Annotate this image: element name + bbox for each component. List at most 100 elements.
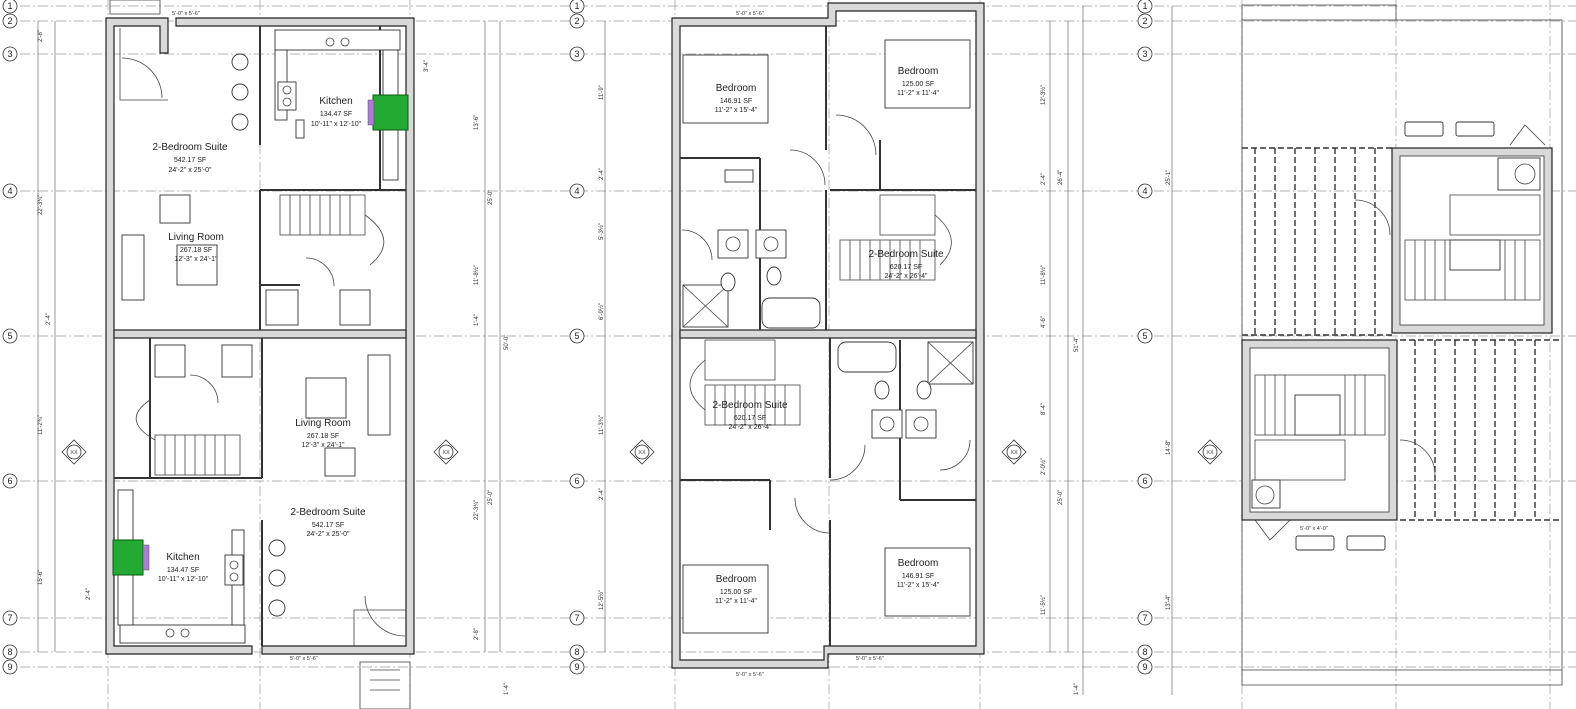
svg-text:11'-2" x 15'-4": 11'-2" x 15'-4" [897,582,940,589]
svg-text:11'-2" x 11'-4": 11'-2" x 11'-4" [897,90,940,97]
dim-label: 14'-8" [1166,440,1172,455]
room-label-bedroom-bl: Bedroom 125.00 SF 11'-2" x 11'-4" [715,574,758,605]
dim-label: 2'-0½" [1040,458,1047,475]
room-label-suite-second-lower: 2-Bedroom Suite 620.17 SF 24'-2" x 26'-4… [712,400,787,431]
grid-bubbles-middle: 1 2 3 4 5 6 7 8 9 [569,0,585,675]
grid-bubble: 4 [1137,183,1153,199]
svg-text:Bedroom: Bedroom [898,558,939,569]
dim-label: 22'-3¾" [474,500,480,520]
svg-text:1: 1 [1142,1,1147,11]
room-label-bedroom-tr: Bedroom 125.00 SF 11'-2" x 11'-4" [897,66,940,97]
stair-upper [279,194,385,266]
room-label-bedroom-br: Bedroom 146.91 SF 11'-2" x 15'-4" [897,558,940,589]
dim-label: 8'-4" [1041,403,1047,415]
grid-bubble: 7 [2,610,18,626]
stair-roof-upper [1404,194,1541,301]
grid-bubble: 6 [569,473,585,489]
dim-label: 6'-9½" [598,303,605,320]
appliance-green [372,94,409,131]
svg-text:134.47 SF: 134.47 SF [167,567,199,574]
grid-bubble: 3 [569,46,585,62]
dim-label: 11'-8½" [1040,265,1047,285]
dim-label: 12'-3½" [1040,85,1047,105]
svg-text:XX: XX [70,450,78,456]
roof-edge [1241,4,1397,20]
grid-bubble: 4 [2,183,18,199]
appliance-green [112,539,144,576]
grid-bubbles-right: 1 2 3 4 5 6 7 8 9 [1137,0,1153,675]
doors-main [121,57,406,637]
dim-label: 5'-0" x 5'-6" [172,11,200,17]
svg-text:8: 8 [1142,647,1147,657]
svg-text:Living Room: Living Room [168,232,224,243]
pergola-upper [1242,147,1392,336]
room-label-suite-second-upper: 2-Bedroom Suite 620.17 SF 24'-2" x 26'-4… [868,249,943,280]
dim-label: 5'-3½" [598,223,605,240]
roof-hatches [1251,157,1541,509]
svg-text:146.91 SF: 146.91 SF [720,98,752,105]
svg-text:10'-11" x 12'-10": 10'-11" x 12'-10" [158,576,209,583]
grid-bubble: 7 [1137,610,1153,626]
dimension-labels-main: 2'-8" 22'-3¾" 2'-4" 11'-2¾" 2'-4" 15'-6"… [38,11,510,695]
dim-label: 1'-4" [1074,683,1080,695]
exterior-wall [671,2,985,669]
dim-label: 3'-4" [424,60,430,72]
roof-edge [1241,670,1563,686]
svg-text:3: 3 [574,49,579,59]
grid-bubble: 2 [1137,13,1153,29]
dim-label: 5'-0" x 4'-0" [1300,526,1328,532]
svg-text:3: 3 [7,49,12,59]
svg-text:Bedroom: Bedroom [716,574,757,585]
svg-text:2: 2 [1142,16,1147,26]
stair-roof-lower [1254,374,1386,481]
dim-label: 5'-0" x 5'-6" [290,656,318,662]
svg-text:5: 5 [574,331,579,341]
svg-text:2-Bedroom Suite: 2-Bedroom Suite [290,507,365,518]
svg-text:4: 4 [7,186,12,196]
grid-bubble: 1 [1137,0,1153,14]
svg-text:24'-2" x 25'-0": 24'-2" x 25'-0" [168,167,212,174]
dim-label: 50'-0" [504,335,510,350]
svg-text:620.17 SF: 620.17 SF [890,264,922,271]
svg-text:9: 9 [574,662,579,672]
svg-text:XX: XX [1010,450,1018,456]
svg-text:Living Room: Living Room [295,418,351,429]
svg-text:2-Bedroom Suite: 2-Bedroom Suite [712,400,787,411]
svg-text:6: 6 [574,476,579,486]
svg-text:1: 1 [574,1,579,11]
svg-text:7: 7 [1142,613,1147,623]
dim-label: 25'-0" [488,490,494,505]
dim-label: 5'-0" x 5'-6" [736,672,764,678]
room-label-upper-kitchen: Kitchen 134.47 SF 10'-11" x 12'-10" [311,96,362,128]
dim-label: 13'-4" [1166,595,1172,610]
svg-text:4: 4 [1142,186,1147,196]
svg-text:XX: XX [442,450,450,456]
room-label-lower-living: Living Room 267.18 SF 12'-3" x 24'-1" [295,418,351,449]
kitchen-lower-fixtures [112,489,246,644]
svg-text:5: 5 [7,331,12,341]
svg-text:3: 3 [1142,49,1147,59]
stair-second-lower [689,339,801,426]
svg-text:620.17 SF: 620.17 SF [734,415,766,422]
svg-text:7: 7 [7,613,12,623]
dim-label: 26'-4" [1058,170,1064,185]
dim-label: 2'-4" [599,168,605,180]
room-label-lower-kitchen: Kitchen 134.47 SF 10'-11" x 12'-10" [158,552,209,583]
grid-bubble: 5 [2,328,18,344]
dim-label: 11'-9" [599,85,605,100]
dim-label: 2'-4" [86,588,92,600]
dim-label: 11'-2¾" [38,415,44,435]
grid-bubble: 5 [569,328,585,344]
dim-label: 12'-5½" [598,590,605,610]
svg-text:24'-2" x 25'-0": 24'-2" x 25'-0" [306,531,350,538]
section-marker: XX [1197,439,1223,465]
svg-text:2-Bedroom Suite: 2-Bedroom Suite [868,249,943,260]
section-marker: XX [433,439,459,465]
dim-label: 4'-6" [1041,316,1047,328]
dim-label: 15'-6" [38,570,44,585]
grid-bubble: 6 [1137,473,1153,489]
exterior-wall [105,17,253,655]
grid-bubble: 3 [1137,46,1153,62]
svg-text:12'-3" x 24'-1": 12'-3" x 24'-1" [174,256,218,263]
section-marker: XX [629,439,655,465]
